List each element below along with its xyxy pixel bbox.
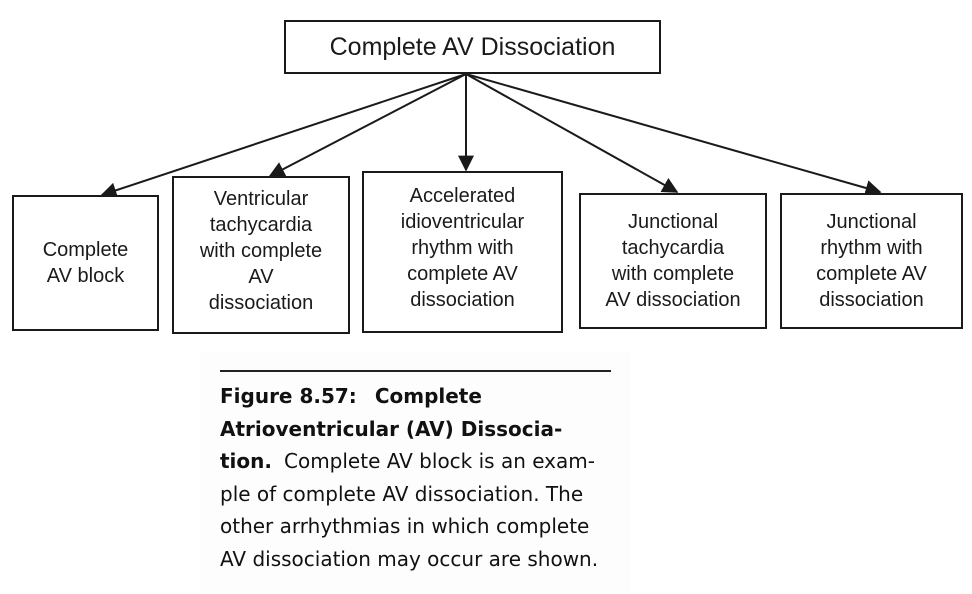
arrow-to-junctional-tachycardia [465, 73, 679, 193]
caption-body-line3: other arrhythmias in which complete [220, 514, 590, 538]
caption-divider [220, 370, 611, 372]
node-complete-av-block: Complete AV block [12, 195, 159, 331]
figure-label: Figure 8.57: [220, 384, 357, 408]
caption-background [200, 352, 630, 594]
root-node: Complete AV Dissociation [284, 20, 661, 74]
caption-body-line1: Complete AV block is an exam- [284, 449, 595, 473]
node-accelerated-idioventricular-rhythm: Accelerated idioventricular rhythm with … [362, 171, 563, 333]
node-junctional-rhythm: Junctional rhythm with complete AV disso… [780, 193, 963, 329]
node-junctional-tachycardia: Junctional tachycardia with complete AV … [579, 193, 767, 329]
figure-caption: Figure 8.57: Complete Atrioventricular (A… [220, 380, 620, 575]
node-ventricular-tachycardia: Ventricular tachycardia with complete AV… [172, 176, 350, 334]
arrow-to-complete-av-block [100, 73, 467, 199]
caption-title-part2: Atrioventricular (AV) Dissocia- [220, 416, 563, 441]
caption-title-part1: Complete [374, 384, 482, 408]
arrow-to-junctional-rhythm [465, 73, 882, 196]
caption-title-part3: tion. [220, 449, 272, 473]
caption-body-line4: AV dissociation may occur are shown. [220, 546, 599, 571]
caption-body-line2: ple of complete AV dissociation. The [220, 481, 584, 506]
arrow-to-ventricular-tachycardia [268, 73, 467, 177]
